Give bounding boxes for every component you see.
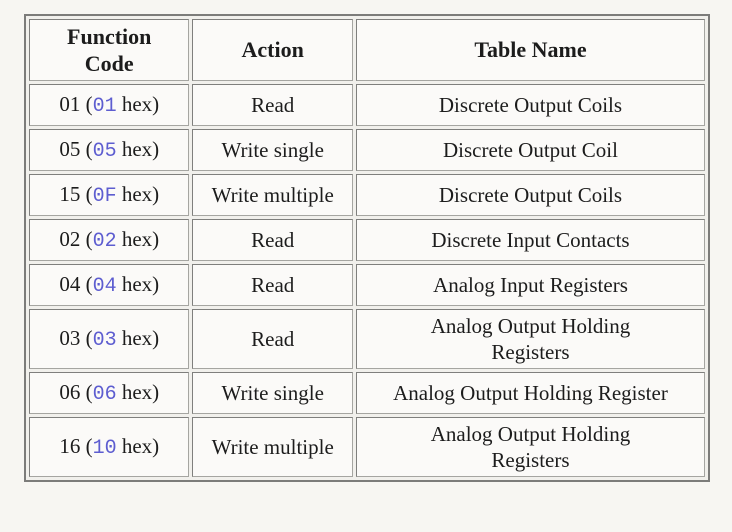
table-header-row: Function Code Action Table Name xyxy=(29,19,705,81)
function-code-cell: 06 (06 hex) xyxy=(29,372,190,415)
table-name-cell: Analog Output Holding Registers xyxy=(355,309,705,370)
function-code-decimal: 03 ( xyxy=(59,325,93,350)
function-code-cell: 01 (01 hex) xyxy=(29,84,190,126)
function-code-hex: 02 xyxy=(92,229,117,253)
function-code-decimal: 15 ( xyxy=(59,181,93,206)
document-page: { "page": { "background_color": "#f7f6f2… xyxy=(0,14,732,532)
function-code-hex-suffix: hex) xyxy=(116,226,160,251)
function-code-cell: 15 (0F hex) xyxy=(29,174,190,216)
function-code-decimal: 05 ( xyxy=(59,136,93,161)
table-name-cell: Analog Output Holding Register xyxy=(355,372,705,415)
table-name-cell: Discrete Input Contacts xyxy=(355,219,705,261)
function-code-hex: 06 xyxy=(92,382,117,406)
column-header-function-code: Function Code xyxy=(29,19,190,81)
modbus-function-code-table: Function Code Action Table Name 01 (01 h… xyxy=(24,14,710,483)
function-code-cell: 05 (05 hex) xyxy=(29,129,190,171)
function-code-hex: 10 xyxy=(92,436,117,460)
table-name-cell: Discrete Output Coil xyxy=(355,129,705,171)
function-code-hex: 04 xyxy=(92,274,117,298)
function-code-cell: 04 (04 hex) xyxy=(29,264,190,306)
column-header-action: Action xyxy=(192,19,353,81)
table-name-cell: Analog Output Holding Registers xyxy=(355,417,705,478)
function-code-hex: 0F xyxy=(92,184,117,208)
function-code-hex: 03 xyxy=(92,328,117,352)
action-cell: Write single xyxy=(192,372,353,415)
function-code-decimal: 02 ( xyxy=(59,226,93,251)
function-code-hex-suffix: hex) xyxy=(116,91,160,116)
function-code-cell: 16 (10 hex) xyxy=(29,417,190,478)
function-code-cell: 02 (02 hex) xyxy=(29,219,190,261)
function-code-decimal: 04 ( xyxy=(59,271,93,296)
function-code-hex: 05 xyxy=(92,139,117,163)
function-code-decimal: 01 ( xyxy=(59,91,93,116)
function-code-hex-suffix: hex) xyxy=(116,325,160,350)
function-code-cell: 03 (03 hex) xyxy=(29,309,190,370)
function-code-decimal: 16 ( xyxy=(59,433,93,458)
action-cell: Read xyxy=(192,84,353,126)
table-name-cell: Analog Input Registers xyxy=(355,264,705,306)
function-code-hex-suffix: hex) xyxy=(116,271,160,296)
action-cell: Read xyxy=(192,309,353,370)
function-code-hex-suffix: hex) xyxy=(116,136,160,161)
action-cell: Write multiple xyxy=(192,174,353,216)
action-cell: Write multiple xyxy=(192,417,353,478)
table-name-cell: Discrete Output Coils xyxy=(355,174,705,216)
action-cell: Read xyxy=(192,219,353,261)
function-code-hex-suffix: hex) xyxy=(116,379,160,404)
action-cell: Write single xyxy=(192,129,353,171)
column-header-table-name: Table Name xyxy=(355,19,705,81)
function-code-decimal: 06 ( xyxy=(59,379,93,404)
action-cell: Read xyxy=(192,264,353,306)
function-code-hex: 01 xyxy=(92,94,117,118)
table-name-cell: Discrete Output Coils xyxy=(355,84,705,126)
function-code-hex-suffix: hex) xyxy=(116,433,160,458)
function-code-hex-suffix: hex) xyxy=(116,181,160,206)
